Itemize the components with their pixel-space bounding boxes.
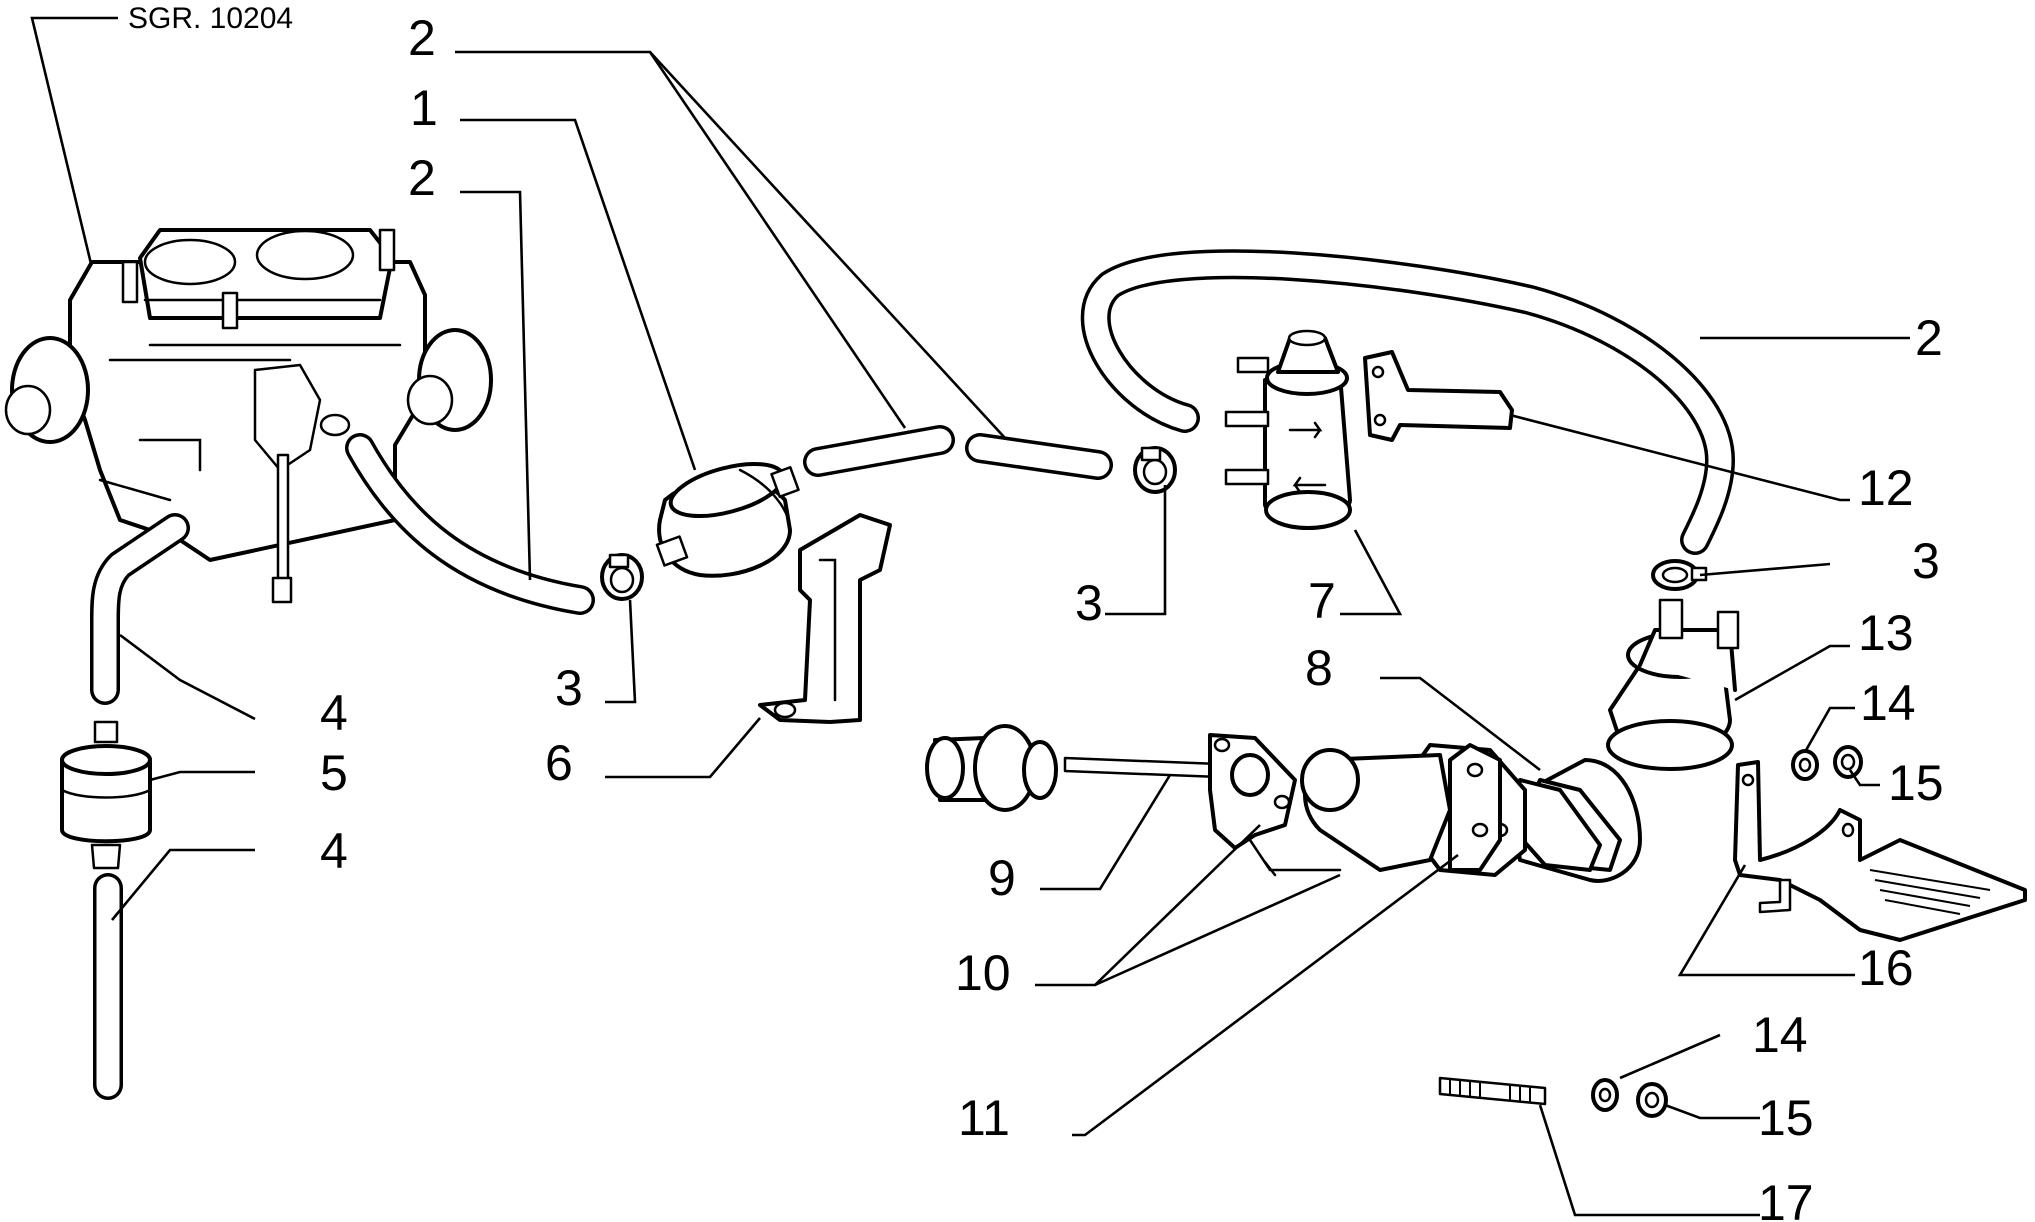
- filter-bracket: [758, 513, 892, 724]
- hose-clamp-middle: [1133, 446, 1177, 494]
- pump-insulator-block: [1300, 743, 1502, 872]
- nut-lower: [1636, 1082, 1668, 1118]
- hose-return-loop: [1080, 249, 1735, 555]
- valve-mounting-bracket: [1363, 350, 1514, 442]
- hose-clamp-left: [600, 553, 644, 601]
- callout-3-left: 3: [555, 660, 583, 716]
- washer-lower: [1591, 1078, 1619, 1112]
- vapor-separator-valve: [1224, 329, 1352, 530]
- reference-code: SGR. 10204: [128, 2, 293, 35]
- callout-2-right: 2: [1915, 310, 1943, 366]
- callout-1: 1: [410, 80, 438, 136]
- callout-15-upper: 15: [1888, 755, 1944, 811]
- callout-4-upper: 4: [320, 685, 348, 741]
- callout-15-lower: 15: [1758, 1090, 1814, 1146]
- callout-14-lower: 14: [1752, 1007, 1808, 1063]
- callout-11: 11: [958, 1090, 1010, 1146]
- callout-7: 7: [1308, 573, 1336, 629]
- hose-clamp-right: [1651, 559, 1708, 591]
- callout-2-left: 2: [408, 150, 436, 206]
- callout-10: 10: [955, 945, 1011, 1001]
- callout-8: 8: [1305, 640, 1333, 696]
- washer-upper: [1791, 749, 1819, 781]
- hose-elbow-upper: [90, 513, 190, 705]
- callout-13: 13: [1858, 605, 1914, 661]
- callout-3-right: 3: [1912, 533, 1940, 589]
- callout-16: 16: [1858, 940, 1914, 996]
- leader-reference-code: [30, 16, 118, 269]
- mechanical-fuel-pump: [1606, 598, 1740, 771]
- hose-middle-right: [965, 433, 1113, 480]
- rod-bushing: [925, 724, 1058, 812]
- callout-14-upper: 14: [1860, 675, 1916, 731]
- pump-body-spacer: [1503, 758, 1642, 883]
- callout-labels: 2 1 2 2 12 3 3 3 7 13 8 14 15 4 5 4 6 9 …: [320, 10, 1944, 1222]
- callout-3-middle: 3: [1075, 575, 1103, 631]
- callout-9: 9: [988, 850, 1016, 906]
- carburetor: [4, 228, 493, 604]
- hose-carb-outlet: [345, 433, 595, 615]
- nut-upper: [1833, 745, 1863, 779]
- callout-5: 5: [320, 745, 348, 801]
- pump-mounting-gasket: [1208, 733, 1342, 877]
- leader-lines: [110, 50, 1910, 1217]
- callout-4-lower: 4: [320, 823, 348, 879]
- hose-middle-left: [803, 425, 955, 477]
- callout-17: 17: [1758, 1175, 1814, 1222]
- callout-6: 6: [545, 735, 573, 791]
- threaded-stud: [1438, 1076, 1547, 1106]
- callout-12: 12: [1858, 460, 1914, 516]
- callout-2-top: 2: [408, 10, 436, 66]
- inline-fuel-filter: [60, 720, 152, 870]
- pump-support-bracket: [1733, 760, 2027, 942]
- fuel-filter-canister: [655, 461, 800, 578]
